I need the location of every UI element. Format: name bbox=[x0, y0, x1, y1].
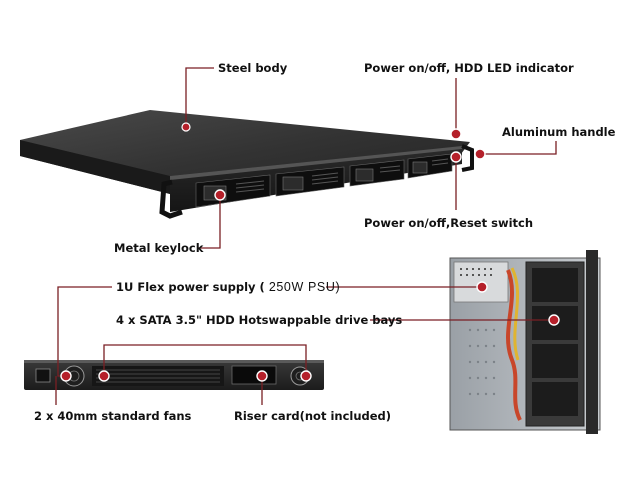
label-metal-keylock: Metal keylock bbox=[114, 241, 204, 255]
label-power-hdd-led: Power on/off, HDD LED indicator bbox=[364, 61, 574, 75]
dot-riser bbox=[256, 370, 268, 382]
dot-psu-rear bbox=[60, 370, 72, 382]
dot-keylock bbox=[214, 189, 226, 201]
drive-bay-4 bbox=[407, 153, 453, 179]
label-steel-body: Steel body bbox=[218, 61, 288, 75]
label-aluminum-handle: Aluminum handle bbox=[502, 125, 616, 139]
drive-bay-1 bbox=[195, 174, 271, 208]
label-drive-bays: 4 x SATA 3.5" HDD Hotswappable drive bay… bbox=[116, 313, 403, 327]
callout-lines bbox=[55, 67, 557, 405]
floor-perforation bbox=[468, 328, 496, 396]
dot-fan-left bbox=[98, 370, 110, 382]
riser-slot bbox=[231, 365, 277, 385]
right-handle bbox=[461, 144, 474, 172]
drive-bay-3 bbox=[349, 159, 405, 187]
label-flex-psu: 1U Flex power supply ( 250W PSU) bbox=[116, 280, 340, 294]
left-handle bbox=[159, 179, 183, 219]
dot-psu-internal bbox=[476, 281, 488, 293]
rear-chassis bbox=[24, 360, 324, 390]
dot-power-led bbox=[450, 128, 462, 140]
label-power-reset: Power on/off,Reset switch bbox=[364, 216, 534, 230]
label-fans: 2 x 40mm standard fans bbox=[34, 409, 192, 423]
dot-steel-body bbox=[181, 122, 191, 132]
power-inlet bbox=[35, 368, 51, 383]
front-chassis bbox=[20, 110, 474, 219]
dot-fan-right bbox=[300, 370, 312, 382]
cable-bundle bbox=[506, 269, 522, 421]
dot-power-reset bbox=[450, 151, 462, 163]
label-flex-psu-prefix: 1U Flex power supply ( bbox=[116, 280, 265, 294]
label-flex-psu-rating: 250W PSU) bbox=[268, 280, 341, 294]
rear-vent bbox=[92, 366, 224, 386]
dot-drive-bays bbox=[548, 314, 560, 326]
drive-bay-2 bbox=[275, 166, 345, 197]
dot-handle bbox=[474, 148, 486, 160]
internal-view bbox=[449, 250, 601, 434]
label-riser-card: Riser card(not included) bbox=[234, 409, 392, 423]
callout-dots bbox=[60, 122, 560, 382]
internal-drive-cage bbox=[525, 261, 585, 427]
